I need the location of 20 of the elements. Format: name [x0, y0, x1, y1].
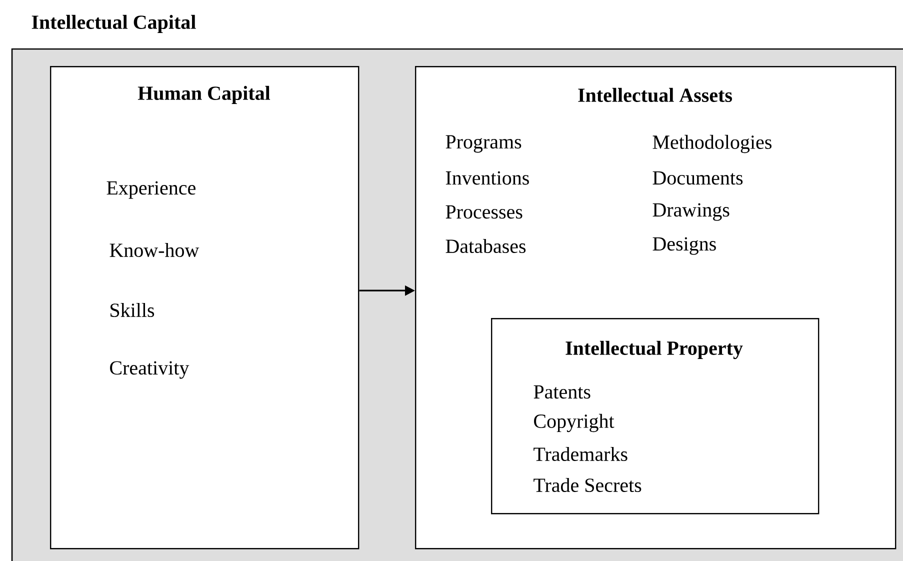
list-item: Documents	[652, 171, 743, 185]
list-item: Know-how	[110, 242, 200, 258]
list-item: Creativity	[110, 361, 190, 379]
list-item: Inventions	[446, 171, 529, 185]
list-item: Processes	[446, 205, 522, 219]
list-item: Drawings	[652, 203, 730, 221]
heading: Intellectual Property	[566, 340, 743, 360]
list-item: Trademarks	[534, 446, 628, 462]
list-item: Methodologies	[652, 134, 772, 154]
list-item: Databases	[446, 238, 526, 254]
list-item: Trade Secrets	[534, 478, 642, 492]
heading: Intellectual Assets	[578, 88, 732, 102]
list-item: Copyright	[534, 414, 614, 432]
list-item: Patents	[534, 385, 590, 399]
list-item: Skills	[110, 302, 154, 318]
heading: Human Capital	[138, 86, 270, 104]
list-item: Programs	[446, 135, 522, 153]
list-item: Designs	[652, 237, 716, 255]
list-item: Experience	[106, 181, 196, 199]
heading: Intellectual Capital	[32, 14, 196, 34]
